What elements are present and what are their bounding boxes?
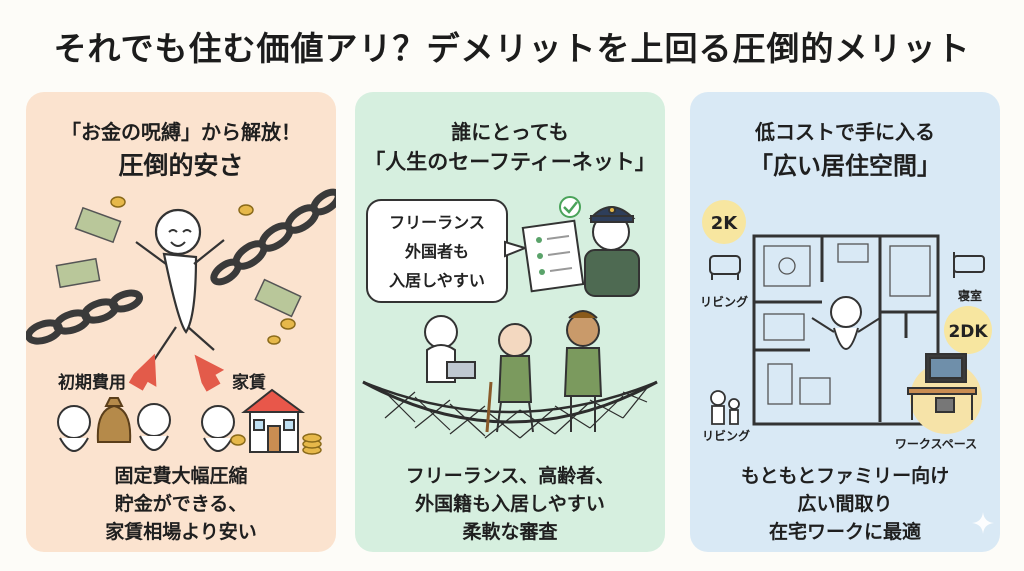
panel-cheap-rent: 「お金の呪縛」から解放！ 圧倒的安さ — [26, 92, 336, 552]
floor-plan — [752, 234, 940, 426]
badge-2k: 2K — [711, 213, 739, 234]
workspace-desk-icon — [907, 353, 982, 434]
panel2-footer-line1: フリーランス、高齢者、 — [405, 465, 615, 487]
page-title: それでも住む価値アリ？デメリットを上回る圧倒的メリット — [53, 29, 971, 68]
panel3-footer-line2: 広い間取り — [797, 493, 893, 515]
panel3-heading-line2: 「広い居住空間」 — [749, 152, 941, 180]
bubble-line3: 入居しやすい — [389, 271, 485, 290]
badge-2dk-bg — [944, 306, 992, 354]
bed-icon — [953, 252, 985, 278]
panel1-footer-line2: 貯金ができる、 — [114, 493, 248, 515]
panel3-footer-line3: 在宅ワークに最適 — [768, 521, 921, 543]
sofa-icon — [709, 255, 741, 280]
banknote-icon — [55, 206, 302, 318]
safety-net-icon — [362, 380, 658, 439]
floor-plan-furniture — [763, 243, 931, 405]
broken-chain-left-icon — [26, 289, 143, 345]
house-icon — [241, 388, 306, 453]
panel2-footer-line2: 外国籍も入居しやすい — [415, 493, 605, 515]
panel3-illustration: 2K 2DK — [700, 200, 992, 451]
family-icon — [710, 390, 740, 425]
label-initial-cost: 初期費用 — [58, 372, 126, 393]
coin-stack-icon — [302, 433, 322, 455]
panel1-footer-line1: 固定費大幅圧縮 — [114, 465, 248, 487]
officer-icon — [584, 206, 640, 297]
badge-2dk: 2DK — [948, 322, 988, 342]
label-bedroom: 寝室 — [958, 288, 982, 303]
broken-chain-right-icon — [210, 188, 336, 286]
panel-safety-net: 誰にとっても 「人生のセーフティーネット」 フリーランス 外国者も 入居しやすい — [355, 92, 665, 552]
panel-spacious-living: 低コストで手に入る 「広い居住空間」 2K 2DK — [690, 92, 1000, 552]
elderly-person-icon — [485, 323, 534, 433]
happy-person-icon — [135, 208, 225, 361]
panel1-heading-line2: 圧倒的安さ — [118, 151, 244, 180]
panel1-heading-line1: 「お金の呪縛」から解放！ — [61, 120, 301, 144]
label-living-1: リビング — [700, 294, 748, 309]
panel3-footer-line1: もともとファミリー向け — [740, 465, 950, 487]
bubble-line2: 外国者も — [404, 242, 469, 261]
coin-icon — [110, 196, 296, 345]
panel2-footer-line3: 柔軟な審査 — [462, 521, 558, 543]
freelancer-icon — [424, 315, 476, 383]
bubble-line1: フリーランス — [389, 213, 485, 232]
down-arrow-icon — [128, 353, 225, 392]
checklist-document-icon — [521, 219, 585, 293]
person-with-money-bag-icon — [57, 403, 171, 452]
sparkle-icon — [972, 512, 994, 534]
check-icon — [559, 196, 581, 218]
money-bag-icon — [96, 397, 132, 443]
badge-2k-bg — [702, 200, 746, 244]
label-living-2: リビング — [702, 428, 750, 443]
panel2-heading-line1: 誰にとっても — [451, 120, 569, 144]
panel1-illustration: 初期費用 家賃 — [26, 188, 336, 455]
foreign-person-icon — [563, 310, 603, 432]
label-rent: 家賃 — [232, 372, 266, 393]
panel2-heading-line2: 「人生のセーフティーネット」 — [364, 150, 656, 174]
speech-bubble — [366, 199, 529, 303]
panel3-heading-line1: 低コストで手に入る — [755, 120, 935, 144]
person-with-coin-icon — [201, 405, 235, 452]
label-workspace: ワークスペース — [895, 437, 977, 451]
relaxed-person-icon — [811, 296, 881, 350]
panel1-footer-line3: 家賃相場より安い — [105, 521, 257, 543]
panel2-illustration: フリーランス 外国者も 入居しやすい — [362, 196, 658, 439]
